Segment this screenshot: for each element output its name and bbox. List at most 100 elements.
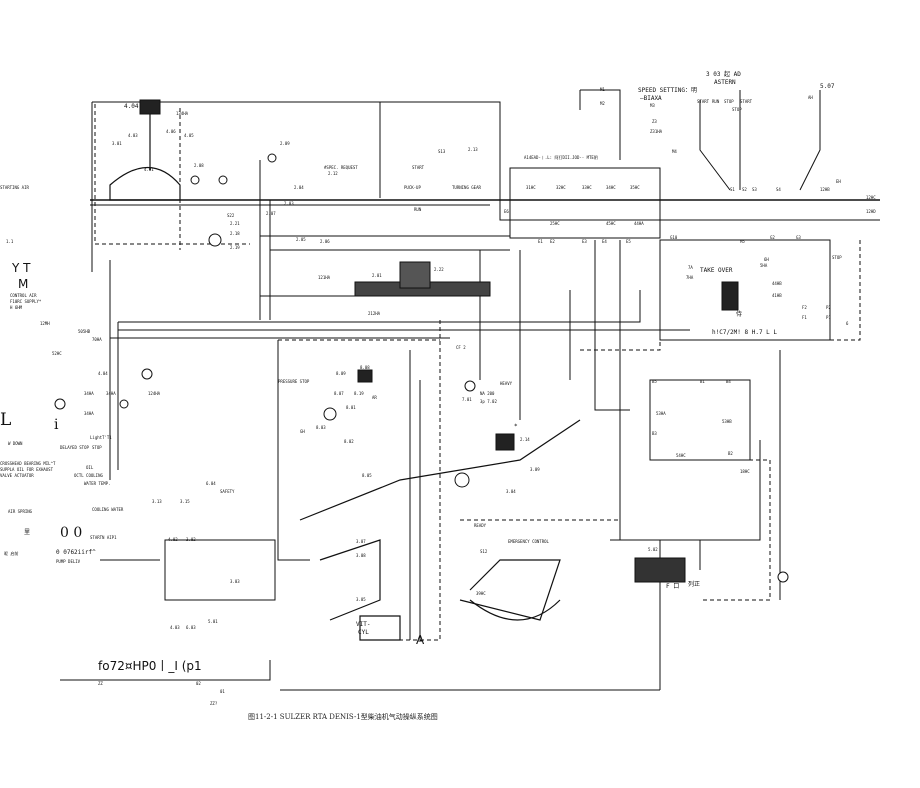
label-12mh: 12MH [40,321,50,326]
label-m-big: M [18,277,29,291]
label-puck-up: PUCK-UP [404,185,421,190]
label-54hc: 54HC [676,453,686,458]
label-313: 3.13 [152,499,162,504]
label-01: 01 [220,689,225,694]
gauge-f1 [777,571,789,583]
label-fo72: fo72¤HP0丨_I (p1 [98,659,202,673]
label-ready: READY [474,523,487,528]
gauge-309 [454,472,470,488]
label-805: 8.05 [362,473,372,478]
label-39hc: 39HC [476,591,486,596]
label-221: 2.21 [230,221,240,226]
label-supply-exh: SUPPLA OIL FOR EXHAUST [0,467,53,472]
label-oil-cooling: OCTL COOLING [74,473,103,478]
label-s12: S12 [480,549,488,554]
block-202 [399,261,431,289]
label-zz2: ZZ? [210,701,218,706]
label-take-over: TAKE OVER [700,267,733,274]
label-f2: F2 [802,305,807,310]
label-slow-down: W DOWN [8,441,23,446]
label-light: LightT'T1 [90,435,112,440]
label-301: 3.01 [112,141,122,146]
dashed-low-right [700,459,771,601]
label-502: 5.02 [648,547,658,552]
label-g10: G10 [670,235,678,240]
label-507: 5.07 [820,83,835,90]
label-12hc: 12HC [866,195,876,200]
label-212ha: 212HA [368,311,381,316]
label-203: 2.03 [284,201,294,206]
label-402: 4.02 [168,537,178,542]
label-819: 8.19 [354,391,364,396]
label-802: 8.02 [344,439,354,444]
arc-lever [469,599,561,621]
label-a-top: A14EAD-丨.L: 阿打DII.JOD-- MTE阴 [524,155,598,160]
label-35hc: 35HC [630,185,640,190]
label-start-pos: START [412,165,425,170]
label-208: 2.08 [194,163,204,168]
linkage-2 [319,539,381,621]
label-25hc: 25HC [550,221,560,226]
label-e4: E4 [602,239,607,244]
label-e2: E2 [550,239,555,244]
big-right-frame [610,539,701,570]
label-o-o: 0 0 [60,525,83,541]
label-ham: H 6HM [10,305,23,310]
label-p1: P1 [826,315,831,320]
label-7a: 7A [688,265,693,270]
label-32hc: 32HC [556,185,566,190]
label-403: 4.03 [128,133,138,138]
label-207: 2.07 [266,211,276,216]
block-214 [495,433,515,451]
label-808: 8.08 [360,365,370,370]
label-34ha: 34HA [84,391,94,396]
label-b5: B5 [652,379,657,384]
label-604: 6.04 [206,481,216,486]
label-z31ha: Z31HA [650,129,663,134]
label-water-temp: WATER TEMP. [84,481,111,486]
label-delayed-stop: DELAYED STOP [60,445,89,450]
label-pump-deliv: PUMP DELIV [56,559,81,564]
label-807: 8.07 [334,391,344,396]
label-803: 8.03 [316,425,326,430]
label-34ha2: 34HA [106,391,116,396]
label-222: 2.22 [434,267,444,272]
upper-frame [380,101,880,221]
right-rect [659,239,831,341]
bottom-line [60,660,271,681]
label-e6: E6 [504,209,509,214]
label-s1: S1 [730,187,735,192]
label-pressure-stop: PRESSURE STOP [278,379,310,384]
label-zhi: 侍 [736,311,743,318]
label-34hc: 34HC [606,185,616,190]
label-turning-gear: TURNING GEAR [452,185,481,190]
label-33hc: 33HC [582,185,592,190]
label-702: 3p 7.02 [480,399,497,404]
block-takeover [721,281,739,311]
label-12hb: 12HB [820,187,830,192]
label-b1: B1 [700,379,705,384]
label-218: 2.18 [230,231,240,236]
label-134ha: 134HA [176,111,189,116]
label-204: 2.04 [294,185,304,190]
label-astern-top: 3 03 起 AD [706,71,741,78]
label-e3: E3 [582,239,587,244]
label-supply-top: F10RC SUPPLY* [10,299,42,304]
label-air-spring: AIR SPRING [8,509,33,514]
label-801: 8.01 [346,405,356,410]
engine-valve [109,166,181,201]
label-f-f: F 口 [666,583,680,590]
cyl-box [359,615,401,641]
label-i-small: i [54,417,59,433]
label-505hb: 505HB [78,329,91,334]
label-yt: Y T [12,261,31,275]
label-star: * [514,423,518,430]
label-ctrl-air: CONTROL AIR [10,293,37,298]
label-cooling-water: COOLING WATER [92,507,124,512]
label-12hd: 12HD [866,209,876,214]
label-b4: B4 [726,379,731,384]
label-214: 2.14 [520,437,530,442]
label-s13: S13 [438,149,446,154]
label-213: 2.13 [468,147,478,152]
